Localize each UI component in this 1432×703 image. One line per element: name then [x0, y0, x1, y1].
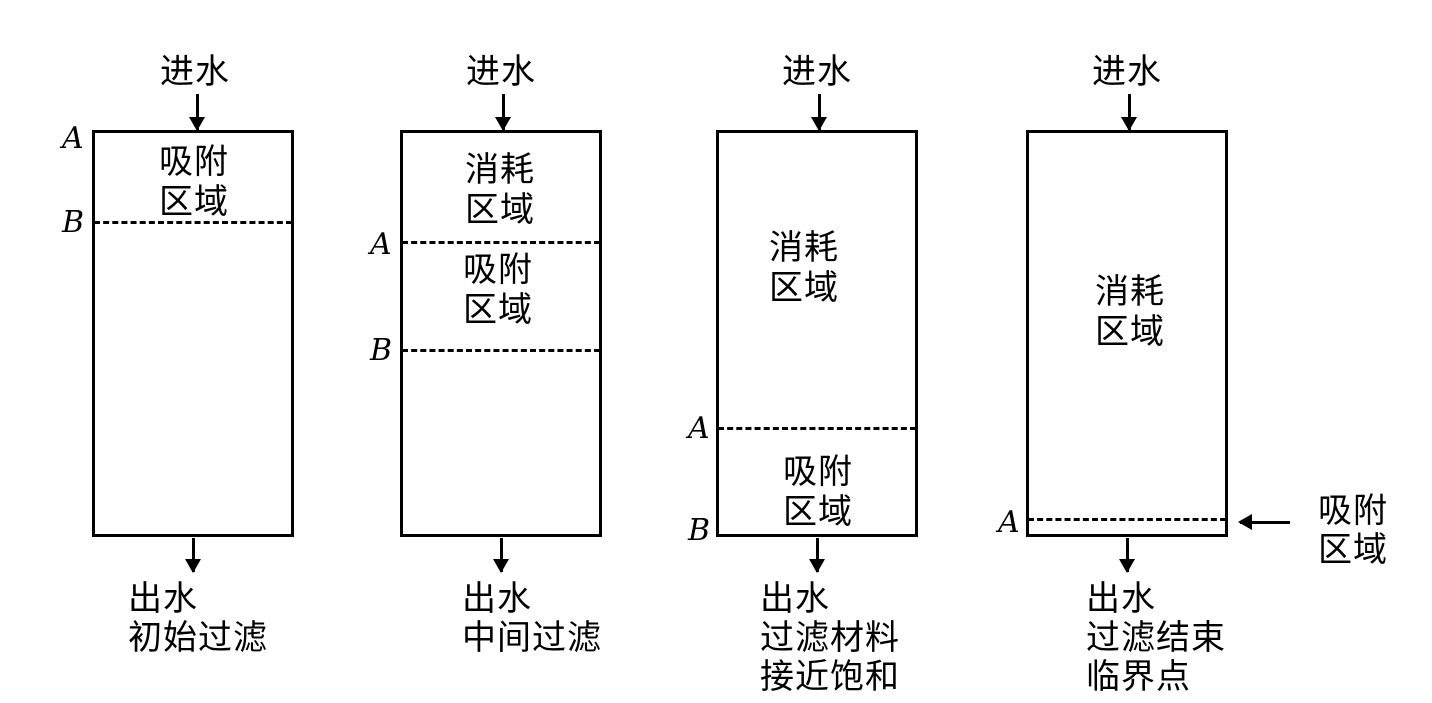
inflow-arrow [1121, 94, 1137, 131]
mark-b: B [62, 205, 85, 240]
inflow-arrow [495, 94, 511, 131]
inflow-label: 进水 [782, 52, 852, 92]
left-arrow-icon [1238, 514, 1290, 530]
consumption-zone: 消耗区域 [1095, 272, 1165, 352]
adsorption-zone: 吸附区域 [159, 142, 229, 222]
filter-column [1026, 130, 1228, 537]
consumption-zone: 消耗区域 [465, 150, 535, 230]
boundary-b-line [402, 349, 600, 352]
filter-column [716, 130, 918, 537]
mark-a: A [998, 505, 1020, 540]
outflow-arrow [185, 538, 201, 573]
boundary-b-line [94, 221, 292, 224]
adsorption-zone: 吸附区域 [783, 452, 853, 532]
inflow-label: 进水 [160, 52, 230, 92]
mark-b: B [688, 513, 711, 548]
inflow-label: 进水 [1092, 52, 1162, 92]
adsorption-zone-side-label: 吸附区域 [1318, 491, 1388, 570]
mark-a: A [688, 411, 710, 446]
boundary-a-line [1028, 518, 1226, 521]
boundary-a-line [402, 241, 600, 244]
mark-a: A [62, 121, 84, 156]
outflow-arrow [493, 538, 509, 573]
consumption-zone: 消耗区域 [769, 228, 839, 308]
filter-column [92, 130, 294, 537]
outflow-caption: 出水过滤材料接近饱和 [760, 579, 900, 697]
mark-b: B [370, 333, 393, 368]
mark-a: A [370, 227, 392, 262]
outflow-arrow [1119, 538, 1135, 573]
outflow-caption: 出水中间过滤 [462, 579, 602, 658]
adsorption-zone: 吸附区域 [463, 250, 533, 330]
inflow-label: 进水 [466, 52, 536, 92]
outflow-caption: 出水初始过滤 [128, 579, 268, 658]
filter-column [400, 130, 602, 537]
inflow-arrow [811, 94, 827, 131]
boundary-a-line [718, 427, 916, 430]
outflow-caption: 出水过滤结束临界点 [1086, 579, 1226, 697]
inflow-arrow [189, 94, 205, 131]
outflow-arrow [809, 538, 825, 573]
